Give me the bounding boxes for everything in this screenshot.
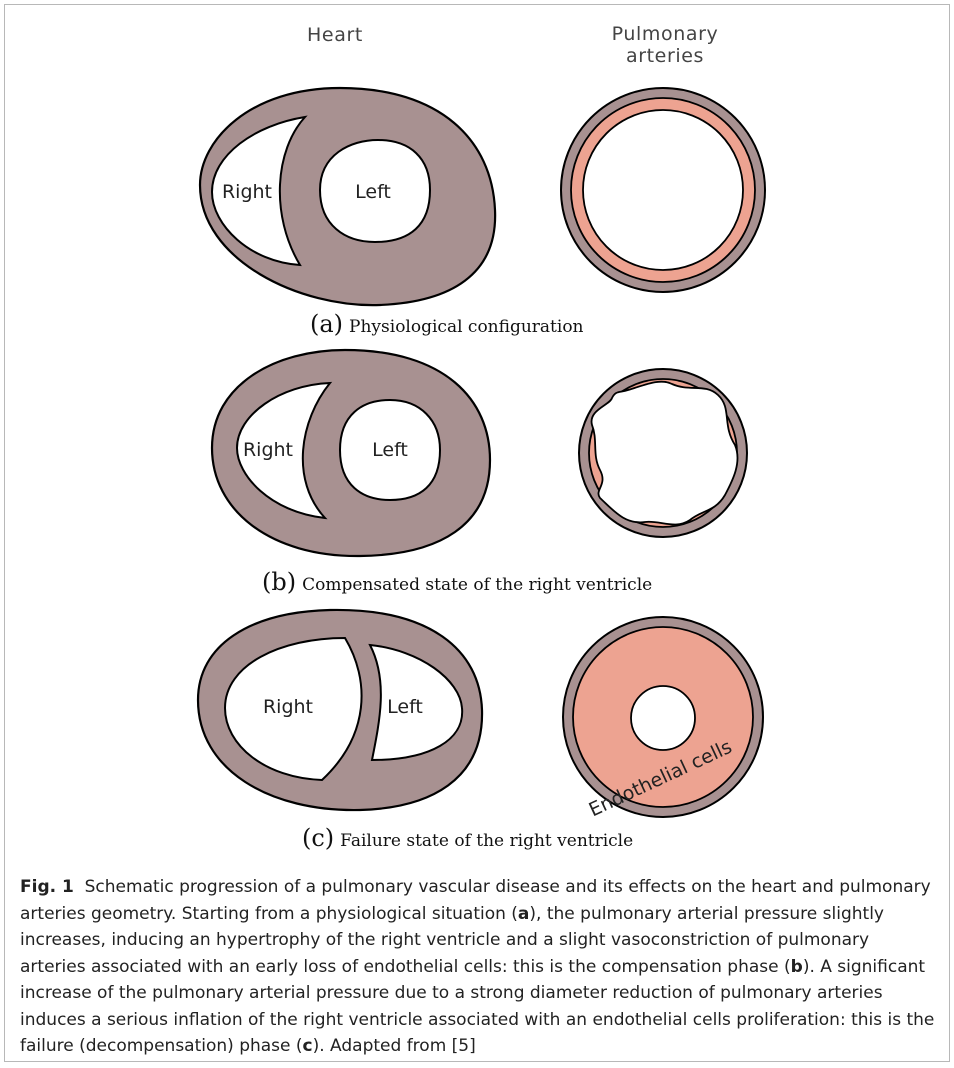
panel-b-title: Compensated state of the right ventricle (302, 575, 652, 595)
heart-b: Right Left (212, 350, 490, 556)
heart-b-left-label: Left (372, 439, 408, 461)
artery-b-lumen (592, 382, 738, 525)
panel-b-caption: (b) Compensated state of the right ventri… (262, 568, 652, 596)
caption-text-4: ). Adapted from [5] (313, 1036, 476, 1056)
heart-a-right-label: Right (222, 181, 272, 203)
heart-b-right-label: Right (243, 439, 293, 461)
artery-c: Endothelial cells (563, 617, 763, 821)
heart-c: Right Left (198, 610, 482, 810)
pulmonary-header-line2: arteries (626, 45, 704, 67)
heart-a: Right Left (200, 88, 495, 305)
heart-header: Heart (307, 24, 363, 46)
heart-c-right-label: Right (263, 696, 313, 718)
artery-c-lumen (631, 686, 695, 750)
caption-ref-c: c (303, 1036, 313, 1056)
panel-c-title: Failure state of the right ventricle (340, 831, 633, 851)
artery-a-lumen (583, 110, 743, 270)
artery-a (561, 88, 765, 292)
panel-a: Right Left (a) Physiological configuratio… (200, 88, 765, 338)
figure-diagram: Heart Pulmonary arteries Right Left (a) P… (0, 0, 954, 870)
caption-ref-b: b (791, 957, 803, 977)
panel-a-letter: (a) (310, 310, 343, 338)
pulmonary-header-line1: Pulmonary (612, 23, 719, 45)
panel-a-title: Physiological configuration (349, 317, 584, 337)
heart-c-left-label: Left (387, 696, 423, 718)
panel-b-letter: (b) (262, 568, 296, 596)
figure-caption: Fig. 1 Schematic progression of a pulmon… (20, 874, 940, 1060)
caption-ref-a: a (518, 904, 529, 924)
panel-c: Right Left Endothelial cells (c) Failure … (198, 610, 763, 852)
artery-b (579, 369, 747, 537)
panel-c-letter: (c) (302, 824, 334, 852)
caption-fig-label: Fig. 1 (20, 877, 74, 897)
heart-a-left-label: Left (355, 181, 391, 203)
panel-b: Right Left (b) Compensated state of the r… (212, 350, 747, 596)
panel-a-caption: (a) Physiological configuration (310, 310, 584, 338)
panel-c-caption: (c) Failure state of the right ventricle (302, 824, 633, 852)
